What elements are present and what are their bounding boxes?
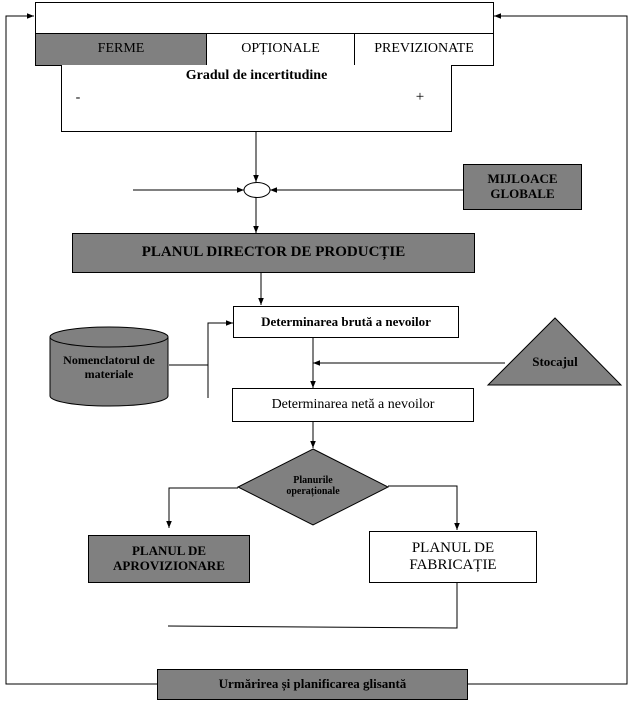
forecast-cell: PREVIZIONATE [354,33,494,66]
optional-cell: OPȚIONALE [206,33,355,66]
bom-to-gross-arrow [169,320,233,366]
procurement-plan-box: PLANUL DE APROVIZIONARE [88,535,250,583]
operational-plans-label: Planurile operaționale [286,474,340,498]
uncertainty-minus: - [75,90,81,105]
feedback-left-line [5,13,157,685]
master-production-plan-box: PLANUL DIRECTOR DE PRODUCȚIE [72,233,475,273]
operational-diamond-shape [236,448,390,526]
feedback-right-line [468,13,628,685]
bill-of-materials-label: Nomenclatorul de materiale [63,353,155,381]
global-means-box: MIJLOACE GLOBALE [463,164,582,210]
net-needs-box: Determinarea netă a nevoilor [232,388,474,422]
operational-to-procurement-arrow [166,487,238,528]
stock-label: Stocajul [532,353,578,369]
uncertainty-title: Gradul de incertitudine [185,68,328,83]
manufacturing-plan-box: PLANUL DE FABRICAȚIE [369,531,537,583]
gross-needs-box: Determinarea brută a nevoilor [233,306,459,338]
bom-cylinder-shape [49,326,169,407]
stock-triangle-shape [486,317,623,386]
firm-cell: FERME [35,33,207,66]
merge-node [243,182,271,198]
fabrication-output-line [167,583,458,629]
uncertainty-box [61,65,452,132]
uncertainty-plus: + [415,89,425,105]
operational-to-manufacturing-arrow [388,485,460,530]
tracking-box: Urmărirea și planificarea glisantă [157,669,468,700]
certainty-header-frame [35,2,494,35]
